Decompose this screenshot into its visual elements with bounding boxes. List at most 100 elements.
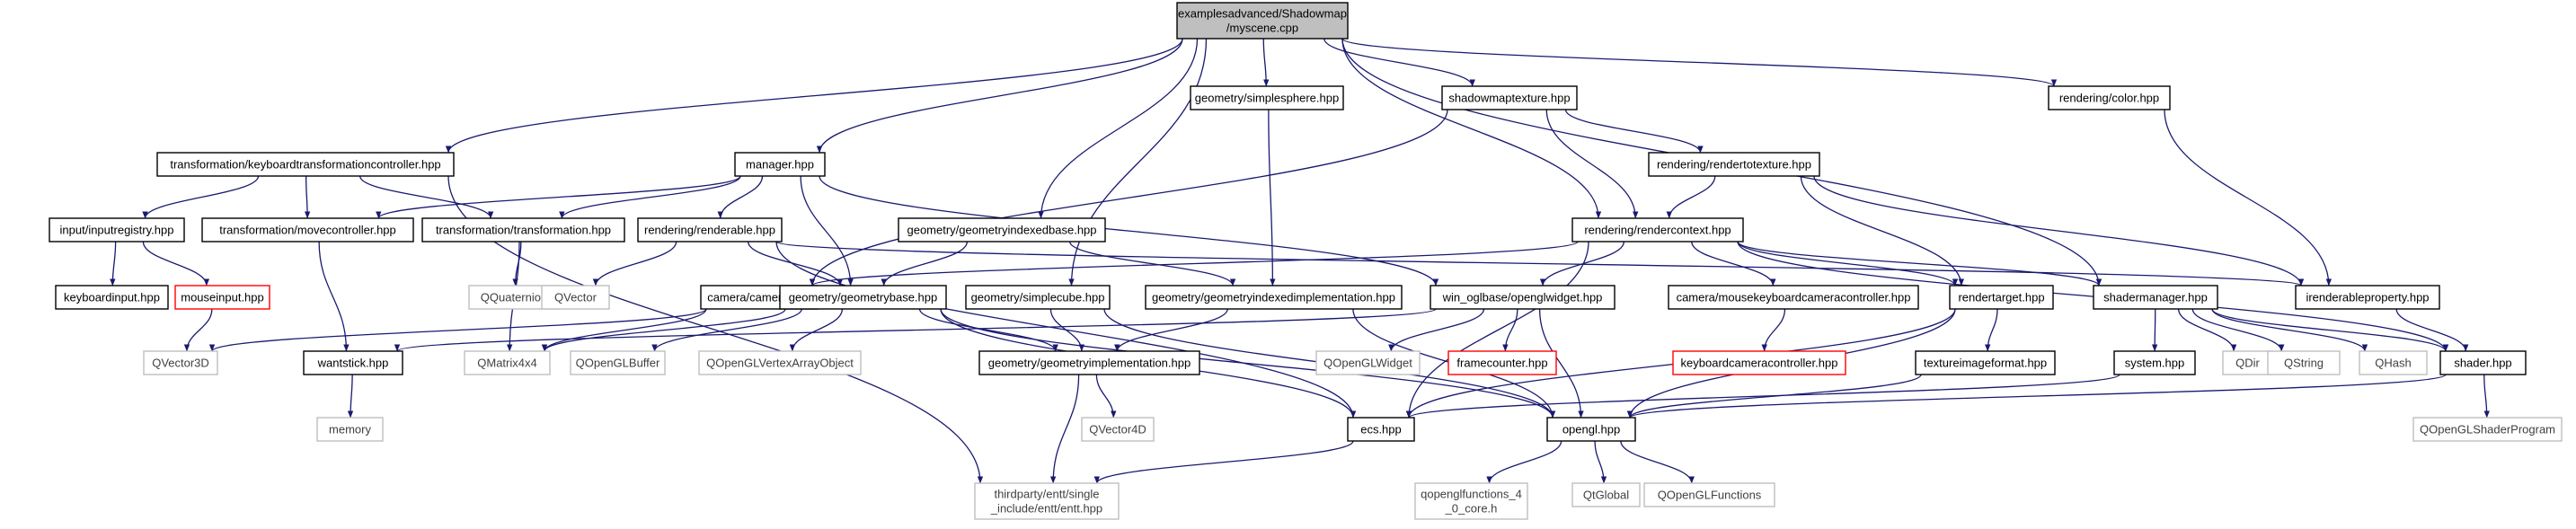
node-box — [421, 217, 625, 242]
node-box — [570, 350, 666, 375]
node-label: rendering/renderable.hpp — [644, 224, 775, 237]
node-label: QOpenGLWidget — [1323, 357, 1412, 370]
node-rendertotexture[interactable]: rendering/rendertotexture.hpp — [1648, 152, 1820, 177]
node-box — [1081, 417, 1155, 442]
edge-root-to-shadowmaptexture — [1323, 38, 1475, 87]
node-renderable[interactable]: rendering/renderable.hpp — [637, 217, 783, 242]
node-box — [1447, 350, 1557, 375]
node-entt: thirdparty/entt/single_include/entt/entt… — [974, 482, 1120, 520]
node-label: geometry/geometryindexedbase.hpp — [907, 224, 1096, 237]
node-shadermanager[interactable]: shadermanager.hpp — [2093, 285, 2218, 310]
node-label: textureimageformat.hpp — [1924, 357, 2047, 370]
edge-inputregistry-to-keyboardinput — [110, 241, 117, 287]
edge-rendercontext-to-camera — [810, 241, 1579, 287]
edge-manager-to-geombase — [800, 175, 854, 287]
node-openglwidget[interactable]: win_oglbase/openglwidget.hpp — [1430, 285, 1616, 310]
node-qvector: QVector — [541, 285, 610, 310]
node-label: rendering/rendercontext.hpp — [1584, 224, 1731, 237]
edge-mousekbcam-to-kbcamctrl — [1761, 308, 1786, 352]
node-box — [316, 417, 384, 442]
node-label: transformation/movecontroller.hpp — [219, 224, 396, 237]
node-system[interactable]: system.hpp — [2113, 350, 2196, 375]
node-irenderable[interactable]: irenderableproperty.hpp — [2295, 285, 2440, 310]
node-box — [2359, 350, 2428, 375]
node-box — [1347, 417, 1415, 442]
node-framecounter[interactable]: framecounter.hpp — [1447, 350, 1557, 375]
node-qoglfunctions: QOpenGLFunctions — [1643, 482, 1775, 507]
edge-renderable-to-irenderable — [775, 241, 2304, 287]
node-box — [965, 285, 1111, 310]
node-label: framecounter.hpp — [1456, 357, 1547, 370]
node-teximgformat[interactable]: textureimageformat.hpp — [1915, 350, 2056, 375]
node-simplecube[interactable]: geometry/simplecube.hpp — [965, 285, 1111, 310]
node-label: rendering/rendertotexture.hpp — [1657, 158, 1811, 172]
node-color[interactable]: rendering/color.hpp — [2048, 85, 2171, 110]
edge-inputregistry-to-mouseinput — [142, 241, 210, 287]
edge-rendertotexture-to-rendertarget — [1800, 175, 1965, 287]
node-label: QOpenGLVertexArrayObject — [706, 357, 854, 370]
node-geomimpl[interactable]: geometry/geometryimplementation.hpp — [978, 350, 1200, 375]
edge-shadermanager-to-system — [2151, 308, 2158, 352]
edge-geomimpl-to-qvector4d — [1095, 374, 1117, 419]
edge-ecs-to-entt — [1093, 440, 1354, 484]
edge-camera-to-qmatrix — [541, 308, 707, 352]
node-box — [2113, 350, 2196, 375]
node-mousekbcam[interactable]: camera/mousekeyboardcameracontroller.hpp — [1668, 285, 1919, 310]
node-rendercontext[interactable]: rendering/rendercontext.hpp — [1571, 217, 1744, 242]
node-label: QDir — [2235, 357, 2260, 370]
edge-opengl-to-qoglfunctions — [1620, 440, 1695, 484]
node-box — [1441, 85, 1578, 110]
node-rendertarget[interactable]: rendertarget.hpp — [1949, 285, 2054, 310]
edge-shadermanager-to-qstring — [2191, 308, 2285, 352]
node-memory: memory — [316, 417, 384, 442]
edge-root-to-rendercontext — [1341, 38, 1602, 219]
node-mouseinput[interactable]: mouseinput.hpp — [174, 285, 270, 310]
node-label: thirdparty/entt/single — [994, 488, 1099, 501]
node-kbcamctrl[interactable]: keyboardcameracontroller.hpp — [1672, 350, 1846, 375]
node-wantstick[interactable]: wantstick.hpp — [303, 350, 403, 375]
node-label: rendertarget.hpp — [1958, 291, 2044, 304]
node-manager[interactable]: manager.hpp — [734, 152, 826, 177]
node-label: QHash — [2375, 357, 2411, 370]
node-box — [174, 285, 270, 310]
node-box — [1145, 285, 1403, 310]
node-movecontroller[interactable]: transformation/movecontroller.hpp — [201, 217, 414, 242]
edge-geomindexedimpl-to-geomimpl — [1114, 308, 1228, 352]
node-box — [1190, 85, 1344, 110]
node-geomindexedimpl[interactable]: geometry/geometryindexedimplementation.h… — [1145, 285, 1403, 310]
node-opengl[interactable]: opengl.hpp — [1546, 417, 1636, 442]
edge-geombase-to-opengl — [940, 308, 1556, 419]
node-qmatrix: QMatrix4x4 — [464, 350, 551, 375]
node-kbctrl[interactable]: transformation/keyboardtransformationcon… — [156, 152, 455, 177]
node-label: QQuaternion — [481, 291, 547, 304]
edge-geombase-to-qoglvao — [789, 308, 844, 352]
node-label: QtGlobal — [1583, 489, 1629, 502]
node-box — [1949, 285, 2054, 310]
node-label: shadowmaptexture.hpp — [1448, 92, 1570, 105]
node-inputregistry[interactable]: input/inputregistry.hpp — [49, 217, 185, 242]
node-box — [1571, 482, 1641, 507]
node-box — [1315, 350, 1421, 375]
node-label: wantstick.hpp — [317, 357, 389, 370]
node-shadowmaptexture[interactable]: shadowmaptexture.hpp — [1441, 85, 1578, 110]
node-transformation[interactable]: transformation/transformation.hpp — [421, 217, 625, 242]
node-geombase[interactable]: geometry/geometrybase.hpp — [779, 285, 947, 310]
node-ecs[interactable]: ecs.hpp — [1347, 417, 1415, 442]
edge-rendercontext-to-mousekbcam — [1691, 241, 1776, 287]
node-root[interactable]: examplesadvanced/Shadowmap/myscene.cpp — [1176, 2, 1349, 40]
node-simplesphere[interactable]: geometry/simplesphere.hpp — [1190, 85, 1344, 110]
edge-kbctrl-to-inputregistry — [142, 175, 260, 219]
node-keyboardinput[interactable]: keyboardinput.hpp — [55, 285, 169, 310]
node-label: geometry/simplesphere.hpp — [1195, 92, 1339, 105]
node-box — [2222, 350, 2273, 375]
node-label: ecs.hpp — [1360, 423, 1402, 436]
node-label: /myscene.cpp — [1226, 22, 1298, 35]
edge-openglwidget-to-wantstick — [394, 308, 1437, 352]
node-label: QVector4D — [1089, 423, 1146, 436]
node-box — [1672, 350, 1846, 375]
node-qoglwidget: QOpenGLWidget — [1315, 350, 1421, 375]
node-geomindexedbase[interactable]: geometry/geometryindexedbase.hpp — [898, 217, 1106, 242]
node-shader[interactable]: shader.hpp — [2439, 350, 2527, 375]
node-label: manager.hpp — [746, 158, 814, 172]
